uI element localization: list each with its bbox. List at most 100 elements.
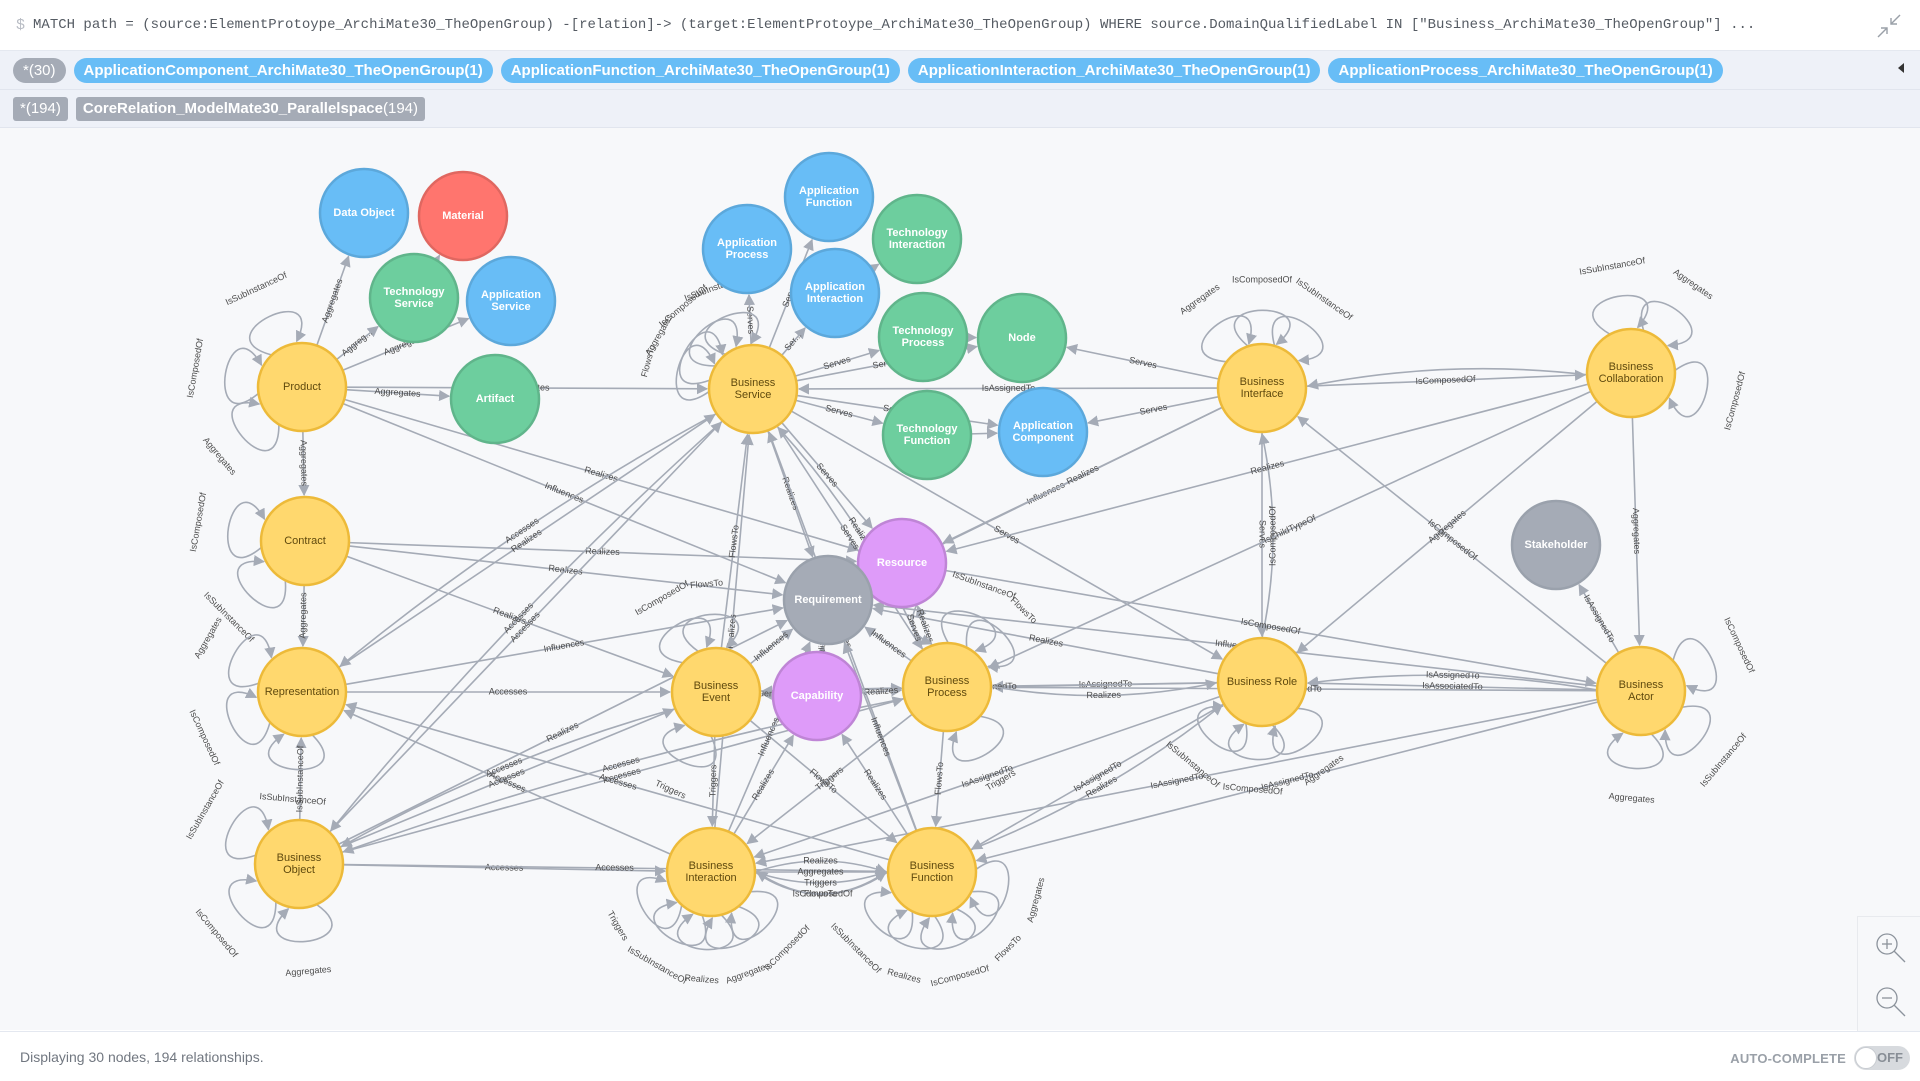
graph-node-app-process[interactable]: ApplicationProcess <box>703 205 791 293</box>
self-loop-edge[interactable]: IsComposedOf <box>1673 616 1757 691</box>
graph-node-app-function[interactable]: ApplicationFunction <box>785 153 873 241</box>
autocomplete-toggle[interactable]: OFF <box>1854 1046 1910 1070</box>
relationship-edge[interactable]: Serves <box>782 422 872 528</box>
relationship-edge[interactable]: Influences <box>750 629 792 664</box>
zoom-in-icon[interactable] <box>1874 931 1908 965</box>
graph-node-business-role[interactable]: Business Role <box>1218 638 1306 726</box>
relationship-edge[interactable]: Ser... <box>782 328 806 356</box>
self-loop-edge[interactable]: IsComposedOf <box>633 578 710 662</box>
self-loop-edge[interactable]: FlowsTo <box>639 344 715 400</box>
graph-node-artifact[interactable]: Artifact <box>451 355 539 443</box>
loop-label: IsComposedOf <box>930 963 991 988</box>
relationship-edge[interactable] <box>971 433 997 434</box>
relationship-edge[interactable]: Realizes <box>768 430 813 556</box>
loop-label: IsSubInstanceOf <box>951 569 1017 601</box>
relationship-edge[interactable]: Serves <box>1067 347 1219 379</box>
self-loop-edge[interactable]: Realizes <box>886 910 943 985</box>
all-relationships-tag[interactable]: *(194) <box>13 97 68 121</box>
relationship-edge[interactable]: IsAssignedTo <box>799 383 1218 393</box>
relationship-edge[interactable]: Accesses <box>346 686 670 696</box>
self-loop-edge[interactable]: IsSubInstanceOf <box>259 734 327 807</box>
self-loop-edge[interactable]: IsComposedOf <box>1232 274 1293 346</box>
graph-node-contract[interactable]: Contract <box>261 497 349 585</box>
relationship-edge[interactable]: Aggregates <box>299 431 310 495</box>
graph-node-material[interactable]: Material <box>419 172 507 260</box>
relationship-edge[interactable]: Influences <box>865 627 911 661</box>
self-loop-edge[interactable]: IsComposedOf <box>187 692 270 767</box>
self-loop-edge[interactable]: IsSubInstanceOf <box>1579 255 1648 334</box>
graph-node-representation[interactable]: Representation <box>258 648 346 736</box>
self-loop-edge[interactable]: Aggregates <box>277 904 333 978</box>
collapse-icon[interactable] <box>1876 13 1902 39</box>
node-label-pill[interactable]: ApplicationProcess_ArchiMate30_TheOpenGr… <box>1328 58 1722 83</box>
node-caption: Technology <box>893 325 955 337</box>
relationship-edge[interactable]: IsComposedOf <box>1306 374 1585 387</box>
node-caption: Artifact <box>476 393 515 405</box>
edge-label: Aggregates <box>299 440 310 487</box>
graph-svg[interactable]: AggregatesAggreg...AggregatesAggregatesI… <box>0 128 1920 1030</box>
relationship-edge[interactable]: Aggreg... <box>336 327 378 360</box>
relationship-edge[interactable]: IsAssignedTo <box>977 702 1599 861</box>
graph-node-node[interactable]: Node <box>978 294 1066 382</box>
relationship-edge[interactable]: FlowsTo <box>933 731 946 826</box>
graph-node-capability[interactable]: Capability <box>773 652 861 740</box>
self-loop-edge[interactable]: IsSubInstanceOf <box>829 892 913 975</box>
self-loop-edge[interactable]: IsSubInstanceOf <box>184 778 268 859</box>
node-label-pill[interactable]: ApplicationFunction_ArchiMate30_TheOpenG… <box>501 58 900 83</box>
graph-node-stakeholder[interactable]: Stakeholder <box>1512 501 1600 589</box>
edge-label: Serves <box>1139 401 1169 416</box>
zoom-out-icon[interactable] <box>1874 985 1908 1019</box>
relationship-edge[interactable]: IsAssignedTo <box>1579 585 1619 653</box>
self-loop-edge[interactable]: IsSubInstanceOf <box>1272 276 1354 361</box>
node-caption: Service <box>394 298 433 310</box>
query-bar[interactable]: $ MATCH path = (source:ElementProtoype_A… <box>0 0 1920 51</box>
node-caption: Representation <box>265 686 340 698</box>
self-loop-edge[interactable]: IsSubInstanceOf <box>1665 706 1749 789</box>
self-loop-edge[interactable]: IsComposedOf <box>185 337 262 403</box>
loop-label: IsComposedOf <box>1722 616 1757 675</box>
self-loop-edge[interactable]: Aggregates <box>706 907 772 986</box>
graph-node-product[interactable]: Product <box>258 343 346 431</box>
relationship-edge[interactable]: Realizes <box>346 556 673 676</box>
node-label-pill[interactable]: ApplicationComponent_ArchiMate30_TheOpen… <box>74 58 493 83</box>
all-nodes-pill[interactable]: *(30) <box>13 58 66 83</box>
self-loop-edge[interactable]: IsComposedOf <box>188 491 265 557</box>
relationship-edge[interactable]: Realizes <box>715 435 749 828</box>
graph-node-app-component[interactable]: ApplicationComponent <box>999 388 1087 476</box>
graph-node-app-interaction[interactable]: ApplicationInteraction <box>791 249 879 337</box>
expand-labels-icon[interactable] <box>1898 63 1904 73</box>
relationship-edge[interactable]: Aggregates <box>1631 417 1642 645</box>
self-loop-edge[interactable]: IsComposedOf <box>1222 724 1284 796</box>
query-text[interactable]: MATCH path = (source:ElementProtoype_Arc… <box>33 17 1755 33</box>
relationship-edge[interactable]: Serves <box>796 400 883 423</box>
node-label-pill[interactable]: ApplicationInteraction_ArchiMate30_TheOp… <box>908 58 1321 83</box>
self-loop-edge[interactable]: IsComposedOf <box>1669 362 1747 431</box>
graph-node-data-object[interactable]: Data Object <box>320 169 408 257</box>
self-loop-edge[interactable]: Triggers <box>654 725 716 801</box>
relationship-edge[interactable]: Aggregates <box>297 585 308 646</box>
self-loop-edge[interactable]: Aggregates <box>1608 733 1664 805</box>
relationship-type-tag[interactable]: CoreRelation_ModelMate30_Parallelspace(1… <box>76 97 425 121</box>
self-loop-edge[interactable]: IsComposedOf <box>921 909 991 989</box>
self-loop-edge[interactable]: IsSubInstanceOf <box>224 270 302 355</box>
graph-node-requirement[interactable]: Requirement <box>784 556 872 644</box>
relationship-edge[interactable]: IsSubInstanceOf <box>294 738 305 820</box>
relationship-edge[interactable]: Aggregates <box>317 256 349 345</box>
relationship-edge[interactable]: Aggregates <box>755 866 886 876</box>
node-caption: Interaction <box>685 872 736 884</box>
